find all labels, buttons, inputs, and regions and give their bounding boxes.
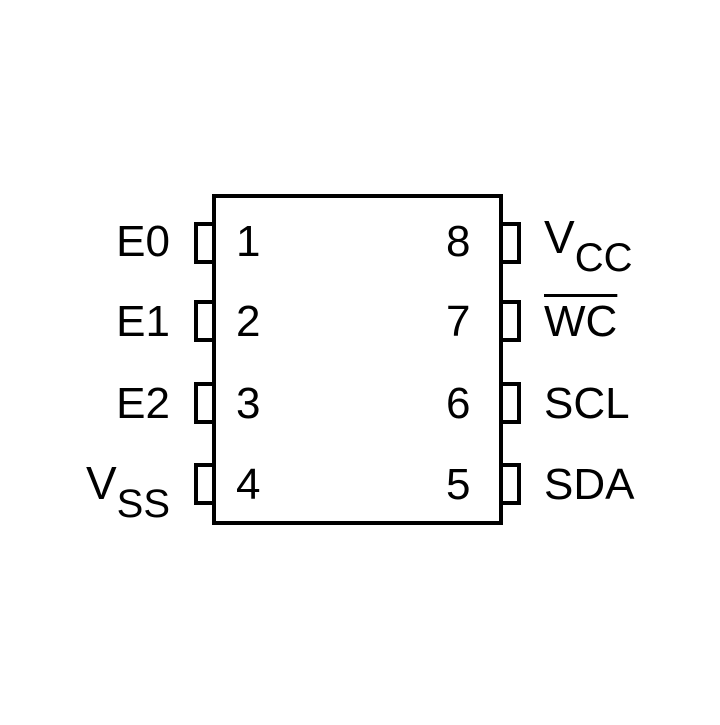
chip-body bbox=[212, 194, 503, 525]
pin-tab-6 bbox=[499, 382, 521, 424]
pin-tab-3 bbox=[194, 382, 216, 424]
pin-6-number: 6 bbox=[446, 379, 471, 428]
pin-8-name-sub: CC bbox=[574, 236, 633, 280]
pin-tab-5 bbox=[499, 463, 521, 505]
pin-4-name-sub: SS bbox=[116, 482, 170, 526]
pin-tab-1 bbox=[194, 222, 216, 264]
pin-2-number: 2 bbox=[236, 297, 261, 346]
pin-tab-7 bbox=[499, 300, 521, 342]
pin-4-number: 4 bbox=[236, 460, 261, 509]
pin-8-name: VCC bbox=[544, 211, 632, 278]
pin-tab-4 bbox=[194, 463, 216, 505]
pin-7-name: WC bbox=[544, 297, 618, 346]
pin-tab-8 bbox=[499, 222, 521, 264]
pin-6-name: SCL bbox=[544, 379, 630, 428]
pin-3-number: 3 bbox=[236, 379, 261, 428]
pin-5-number: 5 bbox=[446, 460, 471, 509]
pin-8-name-main: V bbox=[544, 211, 575, 263]
pin-3-name: E2 bbox=[116, 379, 170, 428]
pin-8-number: 8 bbox=[446, 217, 471, 266]
pin-1-name: E0 bbox=[116, 217, 170, 266]
pin-1-number: 1 bbox=[236, 217, 261, 266]
pin-4-name: VSS bbox=[10, 457, 170, 524]
pin-5-name: SDA bbox=[544, 460, 635, 509]
pin-2-name: E1 bbox=[116, 297, 170, 346]
pin-4-name-main: V bbox=[85, 457, 117, 509]
pin-tab-2 bbox=[194, 300, 216, 342]
pin-7-number: 7 bbox=[446, 297, 471, 346]
